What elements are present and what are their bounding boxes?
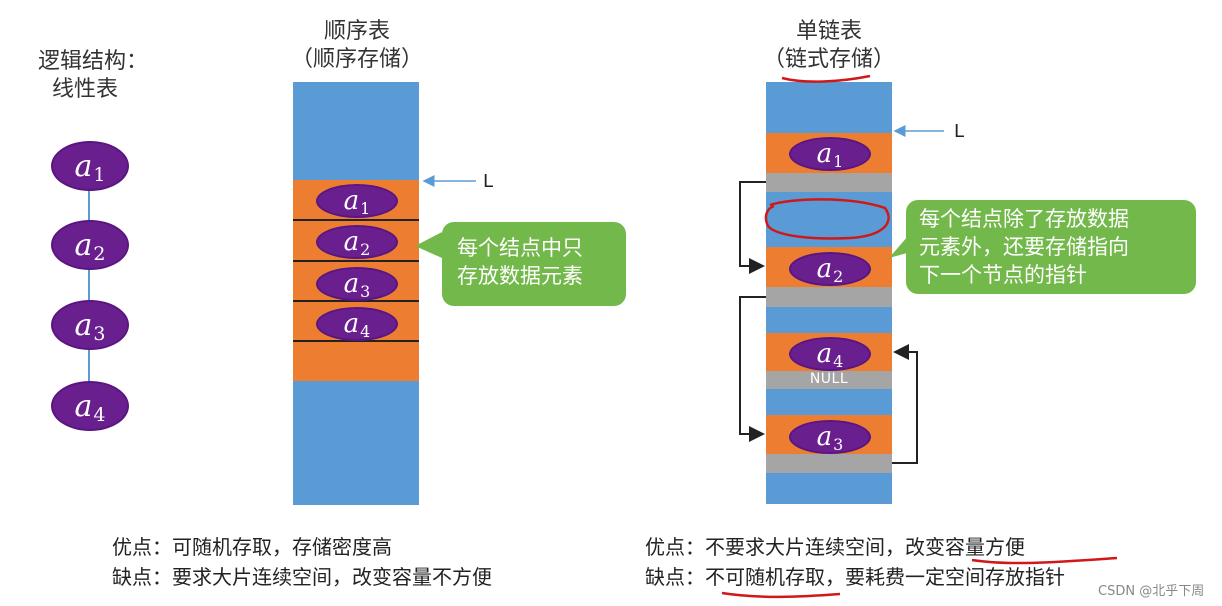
node-sub: 3 — [93, 323, 106, 345]
node-sub: 2 — [833, 266, 844, 286]
linked-null-label: NULL — [809, 371, 849, 387]
annotation-underline-pros — [971, 556, 1118, 565]
node-sub: 1 — [93, 164, 106, 186]
node-var: a — [343, 186, 360, 216]
sequential-callout-tail — [415, 232, 442, 258]
linked-callout: 每个结点除了存放数据 元素外，还要存储指向 下一个节点的指针 — [906, 200, 1196, 294]
linked-callout-line3: 下一个节点的指针 — [919, 263, 1087, 287]
node-sub: 2 — [360, 239, 371, 259]
node-var: a — [816, 254, 833, 284]
sequential-divider — [293, 300, 419, 302]
linked-node-next — [766, 287, 892, 307]
node-sub: 4 — [833, 351, 844, 371]
linked-title: 单链表 （链式存储） — [734, 18, 924, 74]
sequential-title-main: 顺序表 — [323, 19, 390, 44]
node-sub: 3 — [360, 281, 371, 301]
pointer-a1-to-a2 — [739, 181, 766, 274]
logical-title: 逻辑结构： 线性表 — [38, 48, 148, 104]
linked-L-label: L — [954, 121, 965, 142]
sequential-divider — [293, 340, 419, 342]
sequential-pros: 优点：可随机存取，存储密度高 — [112, 535, 392, 559]
node-var: a — [343, 309, 360, 339]
sequential-title: 顺序表 （顺序存储） — [262, 18, 452, 74]
node-var: a — [816, 139, 833, 169]
node-var: a — [343, 227, 360, 257]
sequential-L-label: L — [483, 171, 494, 192]
linked-callout-line1: 每个结点除了存放数据 — [919, 207, 1129, 231]
node-var: a — [343, 269, 360, 299]
node-var: a — [816, 422, 833, 452]
node-sub: 1 — [360, 198, 371, 218]
node-var: a — [816, 339, 833, 369]
linked-pros: 优点：不要求大片连续空间，改变容量方便 — [645, 535, 1025, 559]
watermark: CSDN @北乎下周 — [1098, 584, 1205, 599]
sequential-callout: 每个结点中只 存放数据元素 — [442, 222, 626, 306]
sequential-callout-line1: 每个结点中只 — [457, 236, 583, 260]
node-sub: 4 — [360, 321, 371, 341]
sequential-subtitle: （顺序存储） — [290, 47, 423, 72]
linked-cons: 缺点：不可随机存取，要耗费一定空间存放指针 — [645, 565, 1065, 589]
annotation-underline-cons — [721, 591, 841, 599]
linked-node-next — [766, 454, 892, 473]
linked-subtitle: （链式存储） — [762, 47, 895, 72]
node-sub: 1 — [833, 151, 844, 171]
pointer-a3-to-a4 — [892, 344, 918, 464]
linked-node-next — [766, 173, 892, 192]
node-sub: 3 — [833, 434, 844, 454]
node-var: a — [74, 227, 93, 263]
node-var: a — [74, 307, 93, 343]
sequential-divider — [293, 260, 419, 262]
sequential-callout-line2: 存放数据元素 — [457, 264, 583, 288]
sequential-free-top — [293, 82, 419, 180]
node-var: a — [74, 148, 93, 184]
pointer-a2-to-a3 — [739, 296, 766, 442]
linked-callout-line2: 元素外，还要存储指向 — [919, 235, 1129, 259]
annotation-underline-subtitle — [781, 74, 871, 83]
annotation-circle-gap — [764, 198, 890, 240]
sequential-free-bottom — [293, 381, 419, 505]
node-sub: 4 — [93, 404, 106, 426]
sequential-cons: 缺点：要求大片连续空间，改变容量不方便 — [112, 565, 492, 589]
node-sub: 2 — [93, 243, 106, 265]
node-var: a — [74, 388, 93, 424]
logical-title-line2: 线性表 — [52, 77, 119, 102]
linked-node-next — [766, 371, 892, 389]
sequential-divider — [293, 219, 419, 221]
linked-title-main: 单链表 — [795, 19, 862, 44]
logical-title-line1: 逻辑结构： — [38, 49, 149, 74]
